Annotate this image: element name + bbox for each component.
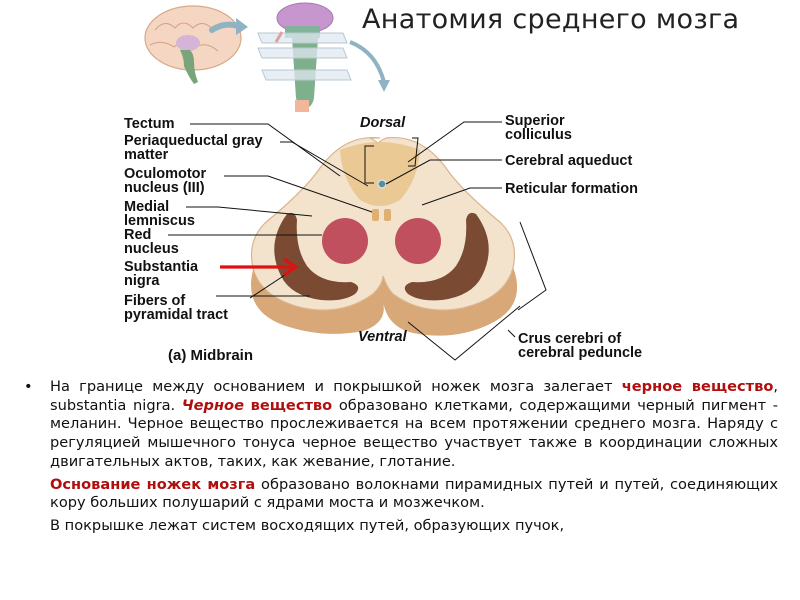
highlight-black-substance: черное вещество [621,378,774,395]
label-red-nucleus-2: nucleus [124,241,179,257]
figure-caption: (a) Midbrain [168,347,254,364]
bullet-icon: • [24,378,33,395]
label-medial-lemniscus-2: lemniscus [124,213,195,229]
highlight-substance: вещество [250,396,333,414]
label-ventral: Ventral [358,329,407,345]
label-pyramidal: Fibers of [124,293,186,309]
body-text: •На границе между основанием и покрышкой… [24,378,778,536]
label-substantia-nigra: Substantia [124,259,199,275]
label-periaqueductal: Periaqueductal gray [124,133,263,149]
arrow-right-icon [209,21,241,33]
label-cerebral-aqueduct: Cerebral aqueduct [505,153,633,169]
label-pyramidal-2: pyramidal tract [124,307,228,323]
brainstem-slices-icon [257,2,352,112]
label-substantia-nigra-2: nigra [124,273,160,289]
paragraph-2: Основание ножек мозга образовано волокна… [50,475,778,512]
label-dorsal: Dorsal [360,115,406,131]
highlight-arrow-icon [220,257,299,277]
paragraph-1: •На границе между основанием и покрышкой… [24,378,779,470]
midbrain-section [250,136,518,336]
highlight-peduncle-base: Основание ножек мозга [50,475,256,493]
slide-title: Анатомия среднего мозга [362,4,740,35]
label-medial-lemniscus: Medial [124,199,170,215]
label-oculomotor-2: nucleus (III) [124,180,205,196]
label-reticular: Reticular formation [505,181,638,197]
brain-icon [144,5,242,84]
label-crus-cerebri: Crus cerebri of [518,331,622,347]
label-periaqueductal-2: matter [124,147,169,163]
figure-caption-prefix: (a) [168,347,187,364]
midbrain-figure [144,2,547,361]
label-superior-colliculus-2: colliculus [505,127,572,143]
label-red-nucleus: Red [124,227,152,243]
figure-caption-text: Midbrain [190,347,254,364]
paragraph-3: В покрышке лежат систем восходящих путей… [50,516,565,534]
label-crus-cerebri-2: cerebral peduncle [518,345,643,361]
label-oculomotor: Oculomotor [124,166,207,182]
arrow-down-icon [349,40,386,83]
label-tectum: Tectum [124,116,175,132]
label-superior-colliculus: Superior [505,113,565,129]
highlight-black-substance-italic: Черное [181,396,244,414]
